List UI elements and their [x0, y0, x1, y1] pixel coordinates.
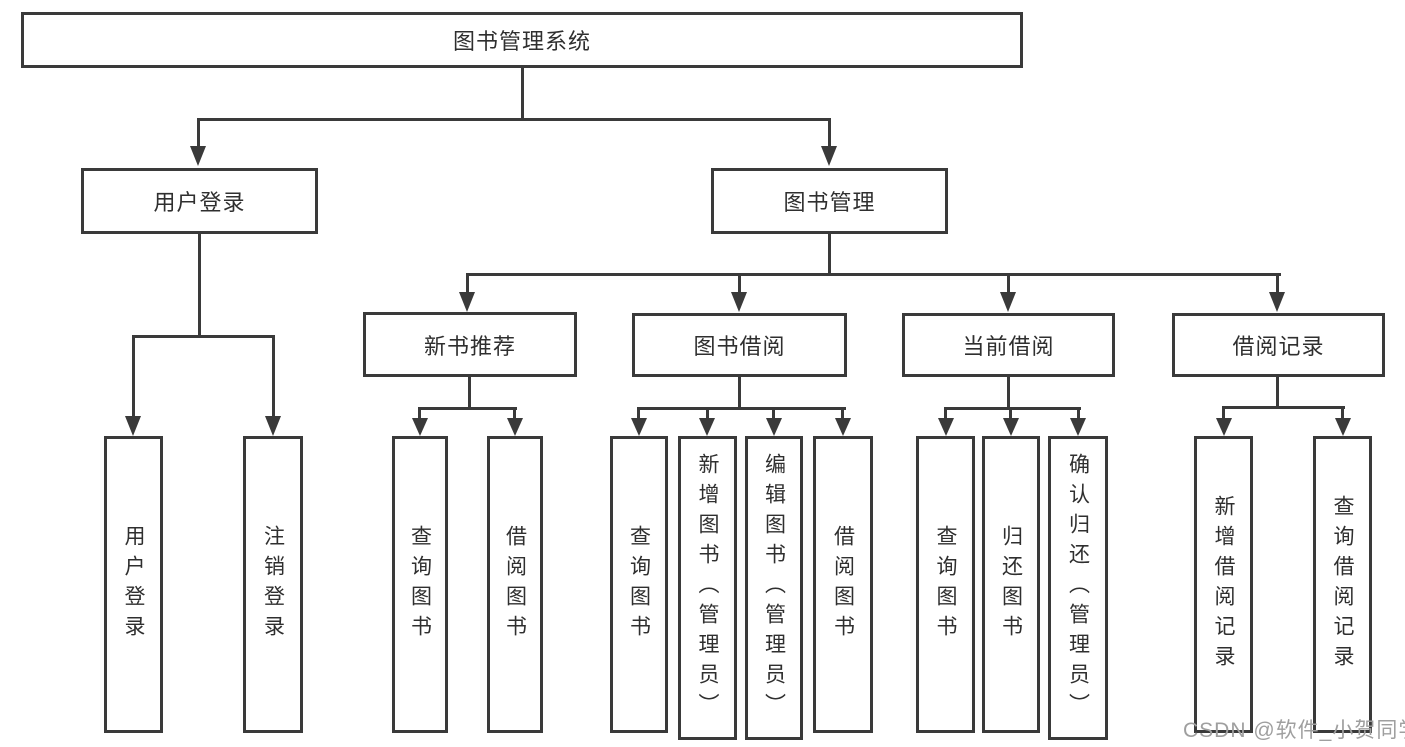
connector-line	[197, 118, 831, 121]
leaf-logout: 注销登录	[243, 436, 303, 733]
leaf-borrow-books: 借阅图书	[813, 436, 873, 733]
node-label: 新书推荐	[423, 333, 516, 359]
connector-line	[738, 273, 741, 294]
arrow-down-icon	[1070, 418, 1086, 436]
arrow-down-icon	[190, 146, 206, 166]
connector-line	[944, 407, 947, 421]
leaf-label: 借阅图书	[503, 524, 527, 645]
leaf-label: 查询图书	[408, 524, 432, 645]
arrow-down-icon	[835, 418, 851, 436]
leaf-add-books-admin: 新增图书（管理员）	[678, 436, 737, 740]
node-label: 用户登录	[153, 190, 246, 215]
node-new-book-recommend: 新书推荐	[363, 312, 577, 377]
connector-line	[197, 118, 200, 148]
node-label: 借阅记录	[1232, 334, 1325, 359]
connector-line	[1007, 273, 1010, 294]
leaf-query-borrow-record: 查询借阅记录	[1313, 436, 1372, 733]
arrow-down-icon	[507, 418, 523, 436]
arrow-down-icon	[631, 418, 647, 436]
connector-line	[418, 407, 421, 421]
connector-line	[706, 407, 709, 421]
leaf-query-books-current: 查询图书	[916, 436, 975, 733]
connector-line	[1009, 407, 1012, 421]
connector-line	[521, 66, 524, 118]
leaf-label: 用户登录	[122, 524, 145, 645]
leaf-label: 新增借阅记录	[1212, 494, 1235, 675]
connector-line	[841, 407, 844, 421]
connector-line	[772, 407, 775, 421]
connector-line	[637, 407, 640, 421]
connector-line	[944, 407, 1081, 410]
node-label: 图书管理	[783, 190, 876, 215]
arrow-down-icon	[412, 418, 428, 436]
arrow-down-icon	[125, 416, 141, 436]
connector-line	[418, 407, 517, 410]
node-label: 图书借阅	[693, 334, 786, 359]
node-book-borrowing: 图书借阅	[632, 313, 847, 377]
connector-line	[466, 273, 469, 294]
csdn-watermark: CSDN @软件_小贺同学	[1183, 719, 1405, 742]
leaf-label: 查询图书	[934, 524, 957, 645]
leaf-label: 编辑图书（管理员）	[762, 453, 786, 723]
connector-line	[738, 377, 741, 410]
arrow-down-icon	[459, 292, 475, 312]
leaf-confirm-return-admin: 确认归还（管理员）	[1048, 436, 1108, 740]
leaf-label: 查询图书	[627, 524, 651, 645]
connector-line	[1341, 406, 1344, 421]
connector-line	[1222, 406, 1225, 421]
arrow-down-icon	[821, 146, 837, 166]
node-user-login: 用户登录	[81, 168, 318, 234]
connector-line	[132, 335, 135, 418]
arrow-down-icon	[1216, 418, 1232, 436]
connector-line	[1007, 377, 1010, 410]
connector-line	[637, 407, 846, 410]
node-library-management-system: 图书管理系统	[21, 12, 1023, 68]
node-label: 图书管理系统	[452, 29, 591, 54]
leaf-query-books-borrowing: 查询图书	[610, 436, 668, 733]
arrow-down-icon	[731, 292, 747, 312]
leaf-label: 注销登录	[261, 524, 285, 645]
connector-line	[1276, 377, 1279, 409]
connector-line	[1077, 407, 1080, 421]
connector-line	[132, 335, 275, 338]
connector-line	[1222, 406, 1345, 409]
leaf-user-login: 用户登录	[104, 436, 163, 733]
connector-line	[1276, 273, 1279, 294]
node-label: 当前借阅	[962, 334, 1055, 359]
arrow-down-icon	[938, 418, 954, 436]
node-borrowing-records: 借阅记录	[1172, 313, 1385, 377]
arrow-down-icon	[766, 418, 782, 436]
connector-line	[513, 407, 516, 421]
connector-line	[828, 118, 831, 148]
leaf-borrow-books-recommend: 借阅图书	[487, 436, 543, 733]
connector-line	[467, 273, 1281, 276]
connector-line	[468, 377, 471, 410]
connector-line	[828, 234, 831, 273]
leaf-edit-books-admin: 编辑图书（管理员）	[745, 436, 803, 740]
arrow-down-icon	[699, 418, 715, 436]
arrow-down-icon	[1335, 418, 1351, 436]
leaf-label: 借阅图书	[831, 524, 855, 645]
leaf-return-books: 归还图书	[982, 436, 1040, 733]
leaf-label: 新增图书（管理员）	[696, 453, 719, 723]
leaf-label: 确认归还（管理员）	[1066, 453, 1090, 723]
leaf-query-books-recommend: 查询图书	[392, 436, 448, 733]
leaf-add-borrow-record: 新增借阅记录	[1194, 436, 1253, 733]
arrow-down-icon	[1000, 292, 1016, 312]
arrow-down-icon	[1269, 292, 1285, 312]
arrow-down-icon	[1003, 418, 1019, 436]
node-current-borrowing: 当前借阅	[902, 313, 1115, 377]
node-book-management: 图书管理	[711, 168, 948, 234]
leaf-label: 归还图书	[999, 524, 1023, 645]
arrow-down-icon	[265, 416, 281, 436]
connector-line	[272, 335, 275, 418]
leaf-label: 查询借阅记录	[1331, 494, 1354, 675]
connector-line	[198, 234, 201, 335]
